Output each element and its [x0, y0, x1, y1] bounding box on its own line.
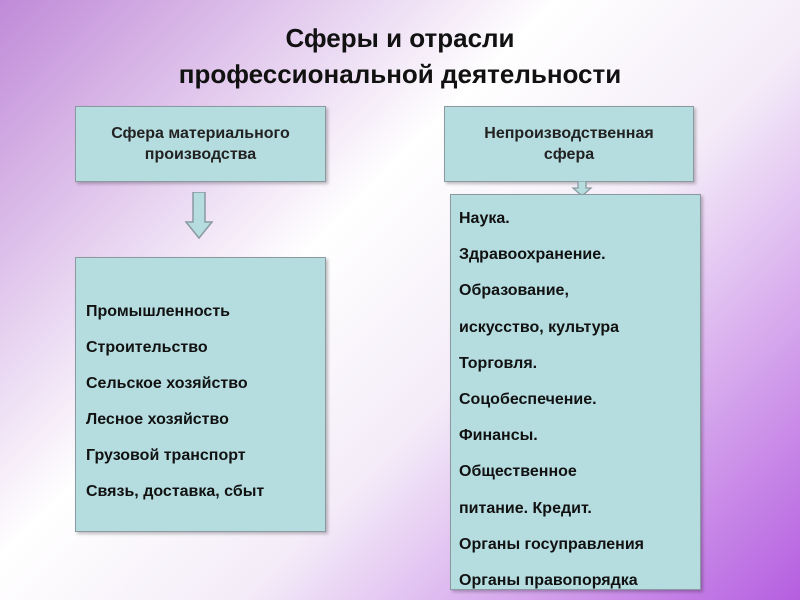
list-item: Торговля.	[459, 354, 538, 372]
list-item: Сельское хозяйство	[86, 375, 248, 392]
list-item: искусство, культура	[459, 318, 620, 336]
list-item: Финансы.	[459, 427, 538, 445]
list-item: Соцобеспечение.	[459, 391, 597, 409]
list-item: Общественное	[459, 463, 577, 481]
down-arrow-left	[184, 192, 214, 240]
non-production-header-line-2: сфера	[543, 146, 595, 163]
non-production-sectors-list: Наука. Здравоохранение. Образование, иск…	[450, 194, 701, 590]
list-item: Образование,	[459, 282, 569, 300]
material-sectors-list: Промышленность Строительство Сельское хо…	[75, 257, 326, 532]
non-production-header-line-1: Непроизводственная	[484, 125, 654, 142]
diagram-title: Сферы и отрасли профессиональной деятель…	[0, 20, 800, 92]
list-item: Связь, доставка, сбыт	[86, 483, 265, 500]
title-line-2: профессиональной деятельности	[178, 59, 622, 89]
list-item: Промышленность	[86, 303, 230, 320]
material-header-line-2: производства	[144, 146, 257, 163]
list-item: Лесное хозяйство	[86, 411, 229, 428]
list-item: питание. Кредит.	[459, 499, 592, 517]
list-item: Строительство	[86, 339, 208, 356]
list-item: Грузовой транспорт	[86, 447, 246, 464]
list-item: Наука.	[459, 210, 510, 227]
list-item: Здравоохранение.	[459, 246, 606, 264]
material-header-line-1: Сфера материального	[111, 125, 290, 142]
title-line-1: Сферы и отрасли	[285, 23, 515, 53]
non-production-header: Непроизводственная сфера	[444, 106, 694, 182]
down-arrow-right	[571, 181, 593, 197]
list-item: Органы правопорядка	[459, 572, 638, 590]
material-production-header: Сфера материального производства	[75, 106, 326, 182]
list-item: Органы госуправления	[459, 535, 645, 553]
